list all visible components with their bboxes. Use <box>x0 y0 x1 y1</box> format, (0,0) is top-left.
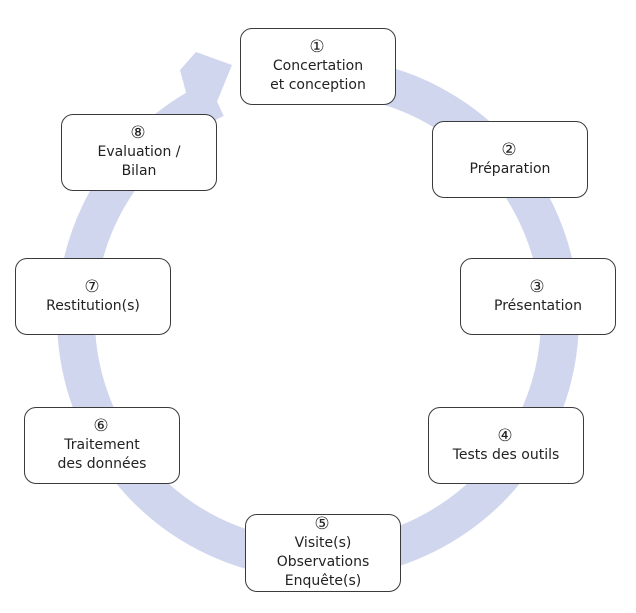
step-number: ⑥ <box>93 416 109 436</box>
step-label: Tests des outils <box>452 446 560 463</box>
step-label: Observations <box>276 554 370 570</box>
step-3-presentation: ③ Présentation <box>460 258 616 335</box>
step-label: Concertation <box>272 58 364 74</box>
step-6-traitement: ⑥ Traitement des données <box>24 407 180 484</box>
step-label: Restitution(s) <box>46 297 140 314</box>
step-number: ① <box>309 37 325 57</box>
step-label: Bilan <box>121 163 157 179</box>
step-1-concertation: ① Concertation et conception <box>240 28 396 105</box>
step-4-tests: ④ Tests des outils <box>428 407 584 484</box>
cycle-arrowhead-icon <box>180 52 232 104</box>
step-number: ⑧ <box>130 123 146 143</box>
step-label: Préparation <box>469 160 551 177</box>
step-2-preparation: ② Préparation <box>432 121 588 198</box>
step-number: ② <box>501 139 517 160</box>
step-label: des données <box>57 456 147 472</box>
step-7-restitution: ⑦ Restitution(s) <box>15 258 171 335</box>
step-number: ⑤ <box>314 514 330 534</box>
step-label: Traitement <box>64 437 140 453</box>
step-number: ③ <box>529 276 545 297</box>
step-number: ⑦ <box>84 276 100 297</box>
step-label: Evaluation / <box>97 144 181 160</box>
step-label: Visite(s) <box>294 535 352 551</box>
step-8-evaluation: ⑧ Evaluation / Bilan <box>61 114 217 191</box>
step-label: et conception <box>270 77 366 93</box>
step-label: Présentation <box>494 297 582 314</box>
step-label: Enquête(s) <box>284 573 362 589</box>
step-number: ④ <box>497 425 513 446</box>
